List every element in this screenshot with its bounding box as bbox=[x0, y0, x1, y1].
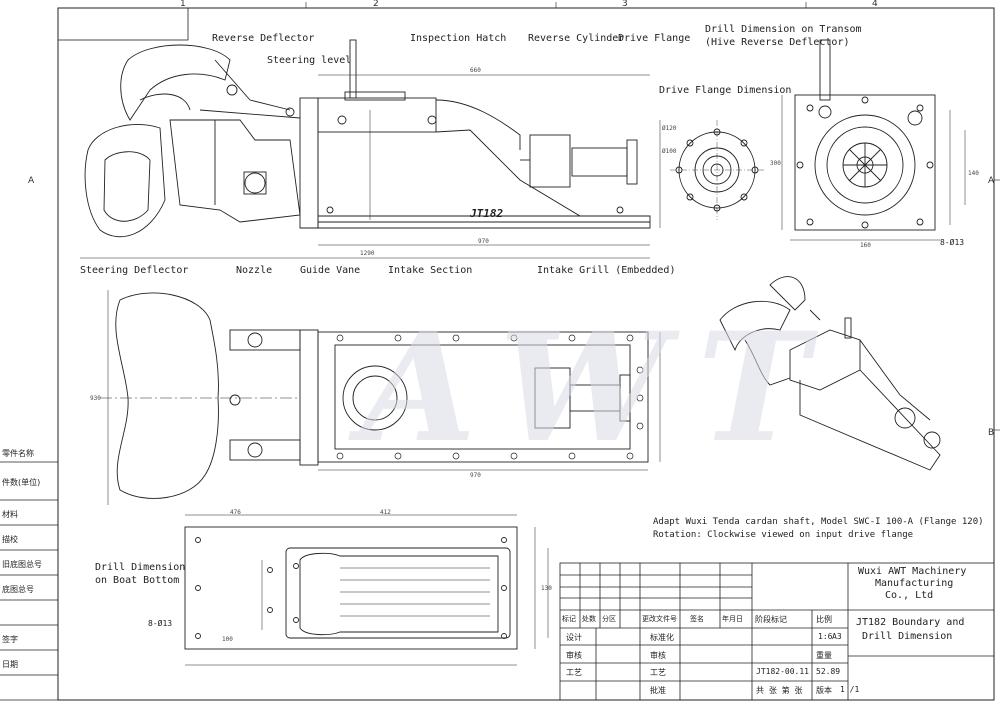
side-table-row-8: 日期 bbox=[2, 660, 18, 669]
callout-intake-section: Intake Section bbox=[388, 265, 473, 276]
grid-col-3: 3 bbox=[622, 0, 628, 9]
awt-watermark: AWT bbox=[360, 300, 839, 476]
weight-value: 52.89 bbox=[816, 667, 841, 676]
rev-header-1: 标记 bbox=[562, 615, 576, 623]
plan-view bbox=[100, 290, 661, 505]
dim-bottom-side-1: 100 bbox=[222, 636, 233, 643]
dim-base-length: 970 bbox=[478, 238, 489, 245]
header-tab bbox=[57, 7, 189, 41]
boat-bottom-drill-view bbox=[184, 514, 549, 666]
dim-bottom-side-2: 130 bbox=[541, 585, 552, 592]
drawing-title-1: JT182 Boundary and bbox=[856, 617, 965, 628]
drawing-title-2: Drill Dimension bbox=[862, 631, 953, 642]
callout-drive-flange: Drive Flange bbox=[618, 33, 691, 44]
callout-intake-grill: Intake Grill (Embedded) bbox=[537, 265, 676, 276]
col-label-1: 标准化 bbox=[650, 633, 674, 642]
dim-plan-width: 930 bbox=[90, 395, 101, 402]
rev-header-4: 更改文件号 bbox=[642, 615, 677, 623]
rev-header-3: 分区 bbox=[602, 615, 616, 623]
side-table-row-5: 旧底图总号 bbox=[2, 560, 42, 569]
callout-inspection-hatch: Inspection Hatch bbox=[410, 33, 507, 44]
row-label-2: 审核 bbox=[566, 651, 582, 660]
scale-value: 1:6 bbox=[818, 632, 833, 641]
rev-header-2: 处数 bbox=[582, 615, 596, 623]
callout-steering-deflector: Steering Deflector bbox=[80, 265, 189, 276]
side-table-row-2: 件数(单位) bbox=[2, 478, 41, 487]
stage-header: 阶段标记 bbox=[755, 615, 787, 624]
grid-col-2: 2 bbox=[373, 0, 379, 9]
dim-top-length: 660 bbox=[470, 67, 481, 74]
col-label-2: 审核 bbox=[650, 651, 666, 660]
dim-transom-h2: 300 bbox=[770, 160, 781, 167]
side-elevation-view bbox=[80, 39, 661, 259]
grid-row-a-left: A bbox=[28, 176, 35, 186]
dim-bottom-inner: 412 bbox=[380, 509, 391, 516]
row-label-1: 设计 bbox=[566, 633, 582, 642]
rev-header-5: 签名 bbox=[690, 615, 704, 623]
grid-col-1: 1 bbox=[180, 0, 186, 9]
drive-flange-dimension-label: Drive Flange Dimension bbox=[659, 85, 792, 96]
side-table-row-7: 签字 bbox=[2, 635, 18, 644]
drill-transom-title-1: Drill Dimension on Transom bbox=[705, 24, 862, 35]
note-adapt: Adapt Wuxi Tenda cardan shaft, Model SWC… bbox=[653, 517, 984, 527]
company-name-3: Co., Ltd bbox=[885, 590, 934, 601]
grid-row-a-right: A bbox=[988, 176, 995, 186]
rev-header-6: 年月日 bbox=[722, 615, 743, 623]
dim-flange-dia: Ø120 bbox=[662, 125, 677, 132]
callout-reverse-deflector: Reverse Deflector bbox=[212, 33, 315, 44]
dim-transom-h1: 140 bbox=[968, 170, 979, 177]
sheet-format: A3 bbox=[832, 632, 842, 641]
sheet-count: 共 张 第 张 bbox=[756, 686, 803, 695]
col-label-4: 批准 bbox=[650, 686, 666, 695]
dim-plan-length: 970 bbox=[470, 472, 481, 479]
company-name-1: Wuxi AWT Machinery bbox=[858, 566, 967, 577]
side-table-lines bbox=[0, 461, 58, 701]
drill-bottom-title-2: on Boat Bottom bbox=[95, 575, 180, 586]
company-name-2: Manufacturing bbox=[875, 578, 954, 589]
dim-flange-pcd: Ø100 bbox=[662, 148, 677, 155]
version-label: 版本 bbox=[816, 686, 832, 695]
callout-guide-vane: Guide Vane bbox=[300, 265, 361, 276]
side-table-row-4: 描校 bbox=[2, 535, 18, 544]
dim-bottom-outer: 476 bbox=[230, 509, 241, 516]
dim-transom-w: 160 bbox=[860, 242, 871, 249]
drill-transom-title-2: (Hive Reverse Deflector) bbox=[705, 37, 850, 48]
sheet-border bbox=[57, 7, 995, 701]
callout-reverse-cylinder: Reverse Cylinder bbox=[528, 33, 625, 44]
doc-number: JT182-00.11 bbox=[756, 667, 809, 676]
callout-steering-level: Steering level bbox=[267, 55, 352, 66]
side-table-row-6: 底图总号 bbox=[2, 585, 34, 594]
side-table-row-1: 零件名称 bbox=[2, 449, 34, 458]
grid-col-4: 4 bbox=[872, 0, 878, 9]
side-table-row-3: 材料 bbox=[2, 510, 18, 519]
bottom-hole-callout: 8-Ø13 bbox=[148, 619, 173, 628]
col-label-3: 工艺 bbox=[650, 668, 666, 677]
scale-header: 比例 bbox=[816, 615, 832, 624]
grid-row-b-right: B bbox=[988, 428, 995, 438]
drive-flange-detail bbox=[670, 120, 765, 220]
isometric-view bbox=[719, 276, 941, 471]
callout-nozzle: Nozzle bbox=[236, 265, 273, 276]
row-label-3: 工艺 bbox=[566, 668, 582, 677]
plan-bolt-holes bbox=[336, 334, 644, 460]
weight-header: 重量 bbox=[816, 651, 832, 660]
drill-bottom-title-1: Drill Dimension bbox=[95, 562, 186, 573]
title-block-lines bbox=[559, 562, 995, 701]
note-rotation: Rotation: Clockwise viewed on input driv… bbox=[653, 530, 914, 540]
model-mark: JT182 bbox=[470, 207, 504, 220]
page-number: 1 /1 bbox=[840, 685, 860, 694]
dim-overall-length: 1290 bbox=[360, 250, 375, 257]
transom-view bbox=[781, 39, 966, 241]
transom-hole-callout: 8-Ø13 bbox=[940, 238, 965, 247]
